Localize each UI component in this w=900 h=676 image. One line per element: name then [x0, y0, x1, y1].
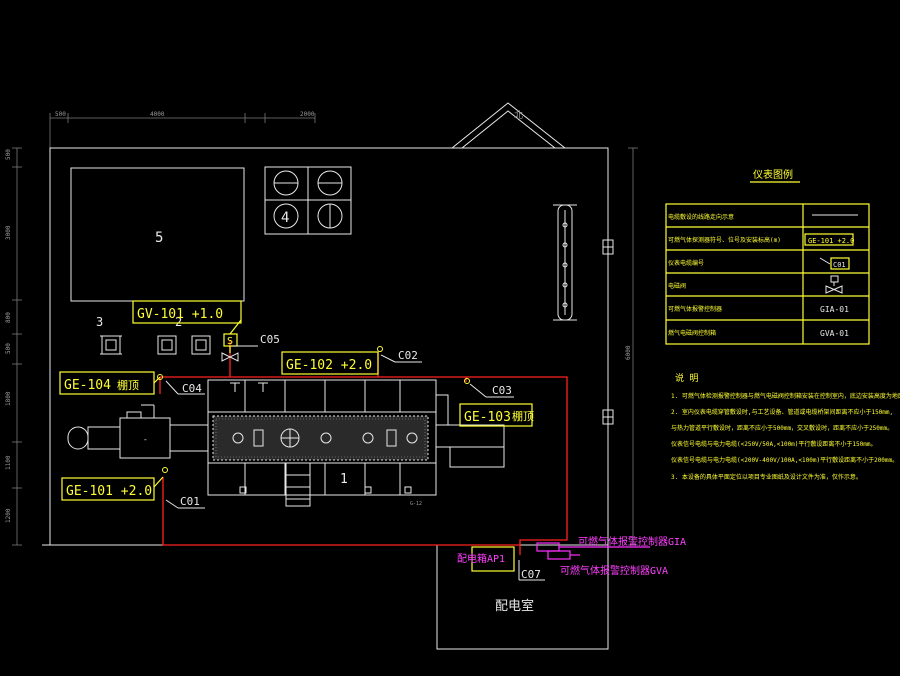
tag-ge103-note: 棚顶 [512, 409, 534, 423]
dim-top-2: 4000 [150, 111, 165, 118]
legend-row-6-symbol: GVA-01 [820, 329, 849, 338]
cable-c01: C01 [180, 495, 200, 508]
cabinet-ap1-label: 配电箱AP1 [457, 552, 505, 565]
tag-ge104-note: 棚顶 [117, 378, 139, 392]
legend-row-2-symbol: GE-101 +2.0 [808, 237, 854, 245]
tag-ge102: GE-102 +2.0 [281, 346, 383, 375]
cabinet-gia: 可燃气体报警控制器GIA [578, 535, 686, 548]
cable-c02: C02 [398, 349, 418, 362]
legend-row-5-symbol: GIA-01 [820, 305, 849, 314]
burner-dash: - [143, 435, 148, 444]
vertical-pipe-fixture [553, 204, 577, 321]
notes-line-4: 仪表信号电缆与电力电缆(<250V/50A,<100m)平行敷设距离不小于150… [671, 440, 876, 448]
valve-s-label: S [227, 336, 233, 347]
dim-left-1: 500 [5, 149, 12, 160]
dimension-lines: 500 4000 2000 500 3000 800 500 1800 1100… [5, 111, 638, 546]
cabinet-ap1: 配电箱AP1 [457, 546, 515, 572]
cabinet-connections [536, 542, 650, 560]
notes-line-1: 1. 可燃气体检测报警控制器与燃气电磁阀控制箱安装在控制室内，底边安装高度为地面… [671, 392, 900, 400]
legend-title: 仪表图例 [753, 168, 793, 181]
boiler-1-label: 1 [340, 472, 348, 487]
legend-row-5-name: 可燃气体报警控制器 [668, 305, 722, 313]
solenoid-valve: S [221, 333, 239, 362]
notes-line-3: 与热力管道平行敷设时，距离不应小于500mm，交叉敷设时，距离不应小于250mm… [671, 424, 893, 432]
legend-valve-icon [825, 275, 843, 294]
legend-table: 仪表图例 电缆敷设的线路走向示意 可燃气体探测器符号、位号及安装标高(m) GE… [665, 168, 870, 345]
dim-top-1: 500 [55, 111, 66, 118]
equipment-burner: - [67, 404, 209, 459]
equipment-unit-4: 4 [264, 166, 352, 235]
legend-row-2-name: 可燃气体探测器符号、位号及安装标高(m) [668, 236, 781, 244]
cabinet-gia-label: 可燃气体报警控制器GIA [578, 535, 686, 548]
equipment-tank-5: 5 [70, 167, 245, 302]
dim-left-7: 1200 [5, 508, 12, 523]
dim-left-3: 800 [5, 312, 12, 323]
notes-title: 说 明 [675, 372, 698, 384]
boiler-small-code: G-12 [410, 501, 422, 507]
legend-row-3-name: 仪表电缆编号 [668, 259, 704, 267]
equipment-boiler-1: 1 G-12 [207, 379, 437, 507]
cable-c03: C03 [492, 384, 512, 397]
cable-labels: C04 C05 C02 C03 C01 C07 [157, 333, 545, 581]
tag-ge101: GE-101 +2.0 [61, 467, 168, 501]
tag-ge103-text: GE-103 [464, 410, 511, 425]
tag-ge102-text: GE-102 +2.0 [286, 358, 372, 373]
electrical-room-label: 配电室 [495, 598, 534, 614]
dim-left-6: 1100 [5, 455, 12, 470]
dim-left-5: 1800 [5, 391, 12, 406]
legend-row-4-name: 电磁阀 [668, 282, 686, 290]
cabinet-gva: 可燃气体报警控制器GVA [560, 564, 668, 577]
tag-ge101-text: GE-101 +2.0 [66, 484, 152, 499]
dim-right: 6000 [625, 345, 632, 360]
electrical-room: 配电室 [436, 544, 609, 650]
dim-left-4: 500 [5, 343, 12, 354]
tag-ge104-text: GE-104 [64, 378, 111, 393]
notes-line-6: 3. 本设备的具体平面定位以项目专业图纸及设计文件为准，仅作示意。 [671, 473, 862, 481]
unit-2-label: 2 [175, 315, 182, 329]
north-label: 北 [514, 110, 523, 121]
cable-c04: C04 [182, 382, 202, 395]
unit-4-label: 4 [281, 210, 289, 226]
tag-gv101: GV-101 +1.0 [132, 300, 242, 335]
tag-ge104: GE-104 棚顶 [59, 371, 161, 395]
cable-c05: C05 [260, 333, 280, 346]
dim-top-3: 2000 [300, 111, 315, 118]
cable-c07: C07 [521, 568, 541, 581]
legend-row-1-name: 电缆敷设的线路走向示意 [668, 213, 734, 221]
cabinet-gva-label: 可燃气体报警控制器GVA [560, 564, 668, 577]
notes-line-2: 2. 室内仪表电缆穿管敷设时,与工艺设备、管道或电缆桥架间距离不应小于150mm… [671, 408, 893, 416]
notes-line-5: 仪表信号电缆与电力电缆(<200V-400V/100A,<100m)平行敷设距离… [671, 456, 898, 464]
dim-left-2: 3000 [5, 225, 12, 240]
equipment-chimney [435, 394, 505, 468]
legend-row-6-name: 燃气电磁阀控制箱 [668, 329, 716, 337]
equipment-unit-3: 3 [96, 315, 122, 355]
building-outline: 北 [42, 102, 614, 546]
legend-row-3-symbol: C01 [833, 261, 846, 269]
tag-ge103: GE-103 棚顶 [459, 403, 534, 427]
tag-gv101-text: GV-101 +1.0 [137, 307, 223, 322]
unit-3-label: 3 [96, 315, 103, 329]
tank-5-label: 5 [155, 230, 163, 246]
notes-block: 说 明 1. 可燃气体检测报警控制器与燃气电磁阀控制箱安装在控制室内，底边安装高… [671, 372, 900, 481]
equipment-unit-2: 2 [157, 315, 211, 355]
